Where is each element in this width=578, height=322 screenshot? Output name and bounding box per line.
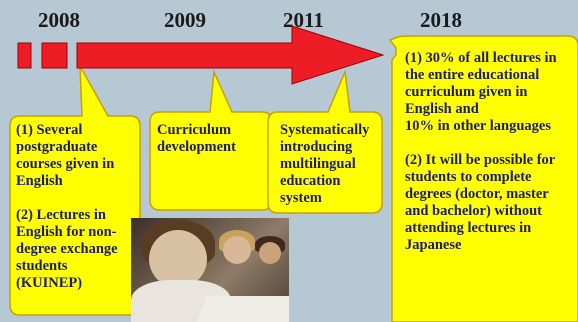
year-2008-label: 2008	[38, 8, 80, 32]
callout-bubble-2011	[267, 69, 383, 214]
callout-2008-text: (1) Several postgraduate courses given i…	[16, 122, 118, 291]
timeline-block-1	[17, 42, 32, 69]
year-2018-label: 2018	[420, 8, 462, 32]
year-2011-label: 2011	[283, 8, 324, 32]
callout-2018-text: (1) 30% of all lectures in the entire ed…	[405, 50, 557, 253]
year-2009-label: 2009	[164, 8, 206, 32]
timeline-block-2	[41, 42, 68, 69]
callout-bubble-2009	[149, 69, 273, 211]
callout-2009-text: Curriculum development	[157, 122, 236, 155]
classroom-photo	[131, 218, 289, 322]
timeline-arrow	[76, 25, 385, 85]
callout-2011-text: Systematically introducing multilingual …	[280, 122, 370, 206]
callout-bubble-2008	[9, 65, 141, 316]
